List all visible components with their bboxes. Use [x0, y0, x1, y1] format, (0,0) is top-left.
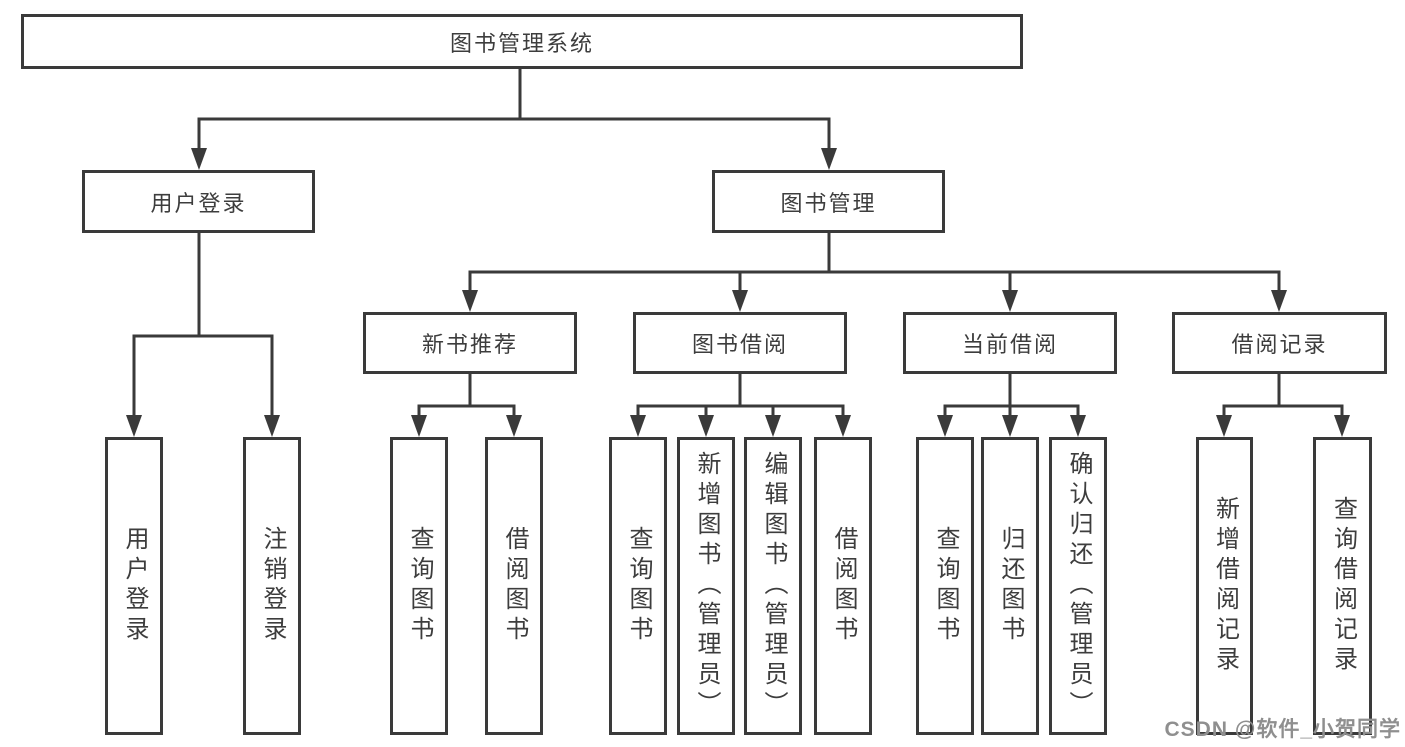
- node-current-borrowing-label: 当前借阅: [961, 332, 1058, 357]
- node-library-management-system: 图书管理系统: [21, 14, 1023, 69]
- leaf-query-books: 查询图书: [916, 437, 974, 735]
- leaf-query-books: 查询图书: [390, 437, 448, 735]
- leaf-return-books: 归还图书: [981, 437, 1039, 735]
- node-book-borrowing-label: 图书借阅: [691, 332, 788, 357]
- node-book-borrowing: 图书借阅: [633, 312, 847, 374]
- leaf-edit-books-admin-label: 编辑图书（管理员）: [760, 451, 787, 721]
- node-new-book-recommendation: 新书推荐: [363, 312, 577, 374]
- node-user-login: 用户登录: [82, 170, 315, 233]
- leaf-query-borrow-record: 查询借阅记录: [1313, 437, 1372, 735]
- leaf-borrow-books: 借阅图书: [814, 437, 872, 735]
- leaf-add-borrow-record: 新增借阅记录: [1196, 437, 1253, 735]
- csdn-watermark: CSDN @软件_小贺同学: [1164, 718, 1401, 741]
- node-borrowing-records-label: 借阅记录: [1231, 332, 1328, 357]
- leaf-user-login: 用户登录: [105, 437, 163, 735]
- leaf-borrow-books: 借阅图书: [485, 437, 543, 735]
- leaf-borrow-books-label: 借阅图书: [501, 526, 528, 646]
- node-borrowing-records: 借阅记录: [1172, 312, 1387, 374]
- leaf-confirm-return-admin-label: 确认归还（管理员）: [1065, 451, 1092, 721]
- leaf-query-books-label: 查询图书: [406, 526, 433, 646]
- leaf-logout-label: 注销登录: [259, 526, 286, 646]
- node-book-management-label: 图书管理: [780, 190, 877, 216]
- node-new-book-recommendation-label: 新书推荐: [421, 332, 518, 357]
- node-user-login-label: 用户登录: [150, 190, 247, 216]
- node-library-management-system-label: 图书管理系统: [449, 30, 594, 56]
- leaf-logout: 注销登录: [243, 437, 301, 735]
- leaf-add-books-admin: 新增图书（管理员）: [677, 437, 735, 735]
- leaf-query-books-label: 查询图书: [932, 526, 959, 646]
- leaf-add-books-admin-label: 新增图书（管理员）: [693, 451, 720, 721]
- leaf-add-borrow-record-label: 新增借阅记录: [1211, 496, 1239, 676]
- leaf-edit-books-admin: 编辑图书（管理员）: [744, 437, 802, 735]
- node-current-borrowing: 当前借阅: [903, 312, 1117, 374]
- node-book-management: 图书管理: [712, 170, 945, 233]
- leaf-return-books-label: 归还图书: [997, 526, 1024, 646]
- leaf-query-borrow-record-label: 查询借阅记录: [1329, 496, 1357, 676]
- leaf-confirm-return-admin: 确认归还（管理员）: [1049, 437, 1107, 735]
- leaf-borrow-books-label: 借阅图书: [830, 526, 857, 646]
- leaf-user-login-label: 用户登录: [121, 526, 148, 646]
- leaf-query-books: 查询图书: [609, 437, 667, 735]
- leaf-query-books-label: 查询图书: [625, 526, 652, 646]
